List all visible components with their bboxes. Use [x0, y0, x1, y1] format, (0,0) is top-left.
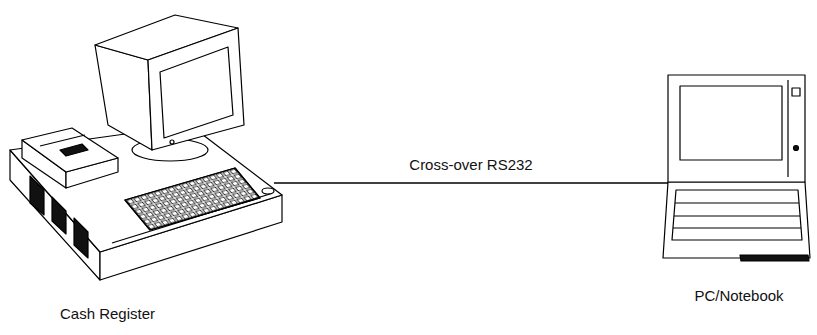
cash-register-drawing-part — [95, 45, 152, 150]
device-node: PC/Notebook — [668, 70, 810, 315]
cash-register-drawing — [10, 15, 282, 280]
cash-register-drawing-part — [125, 168, 260, 230]
device-label: Cash Register — [60, 305, 155, 323]
serial-cable — [274, 182, 668, 183]
notebook-drawing-part — [794, 146, 799, 151]
cash-register-drawing-part — [52, 197, 66, 234]
cash-register-drawing-part — [112, 194, 270, 243]
cash-register-drawing-part — [40, 135, 85, 146]
device-node: Cash Register — [8, 5, 274, 325]
cash-register-drawing-part — [22, 128, 118, 172]
cash-register-drawing-part — [170, 140, 174, 144]
cash-register-drawing-part — [30, 176, 44, 215]
notebook-drawing-part — [674, 215, 800, 216]
notebook-drawing-part — [680, 86, 782, 160]
notebook-drawing-part — [675, 202, 799, 203]
notebook-drawing-part — [740, 255, 809, 261]
notebook-drawing-part — [673, 227, 801, 228]
notebook-drawing-part — [787, 80, 788, 177]
notebook-drawing — [663, 75, 810, 261]
cash-register-drawing-part — [60, 144, 88, 156]
cash-register-drawing-part — [74, 218, 88, 258]
notebook-drawing-part — [663, 182, 810, 258]
cash-register-drawing-part — [160, 47, 233, 138]
cable-label: Cross-over RS232 — [406, 156, 535, 174]
cash-register-drawing-part — [262, 188, 274, 194]
cash-register-drawing-part — [125, 168, 260, 230]
notebook-drawing-part — [792, 88, 800, 96]
notebook-drawing-part — [672, 190, 802, 240]
cash-register-drawing-part — [148, 28, 244, 150]
device-label: PC/Notebook — [694, 287, 783, 305]
notebook-drawing-part — [668, 75, 805, 182]
